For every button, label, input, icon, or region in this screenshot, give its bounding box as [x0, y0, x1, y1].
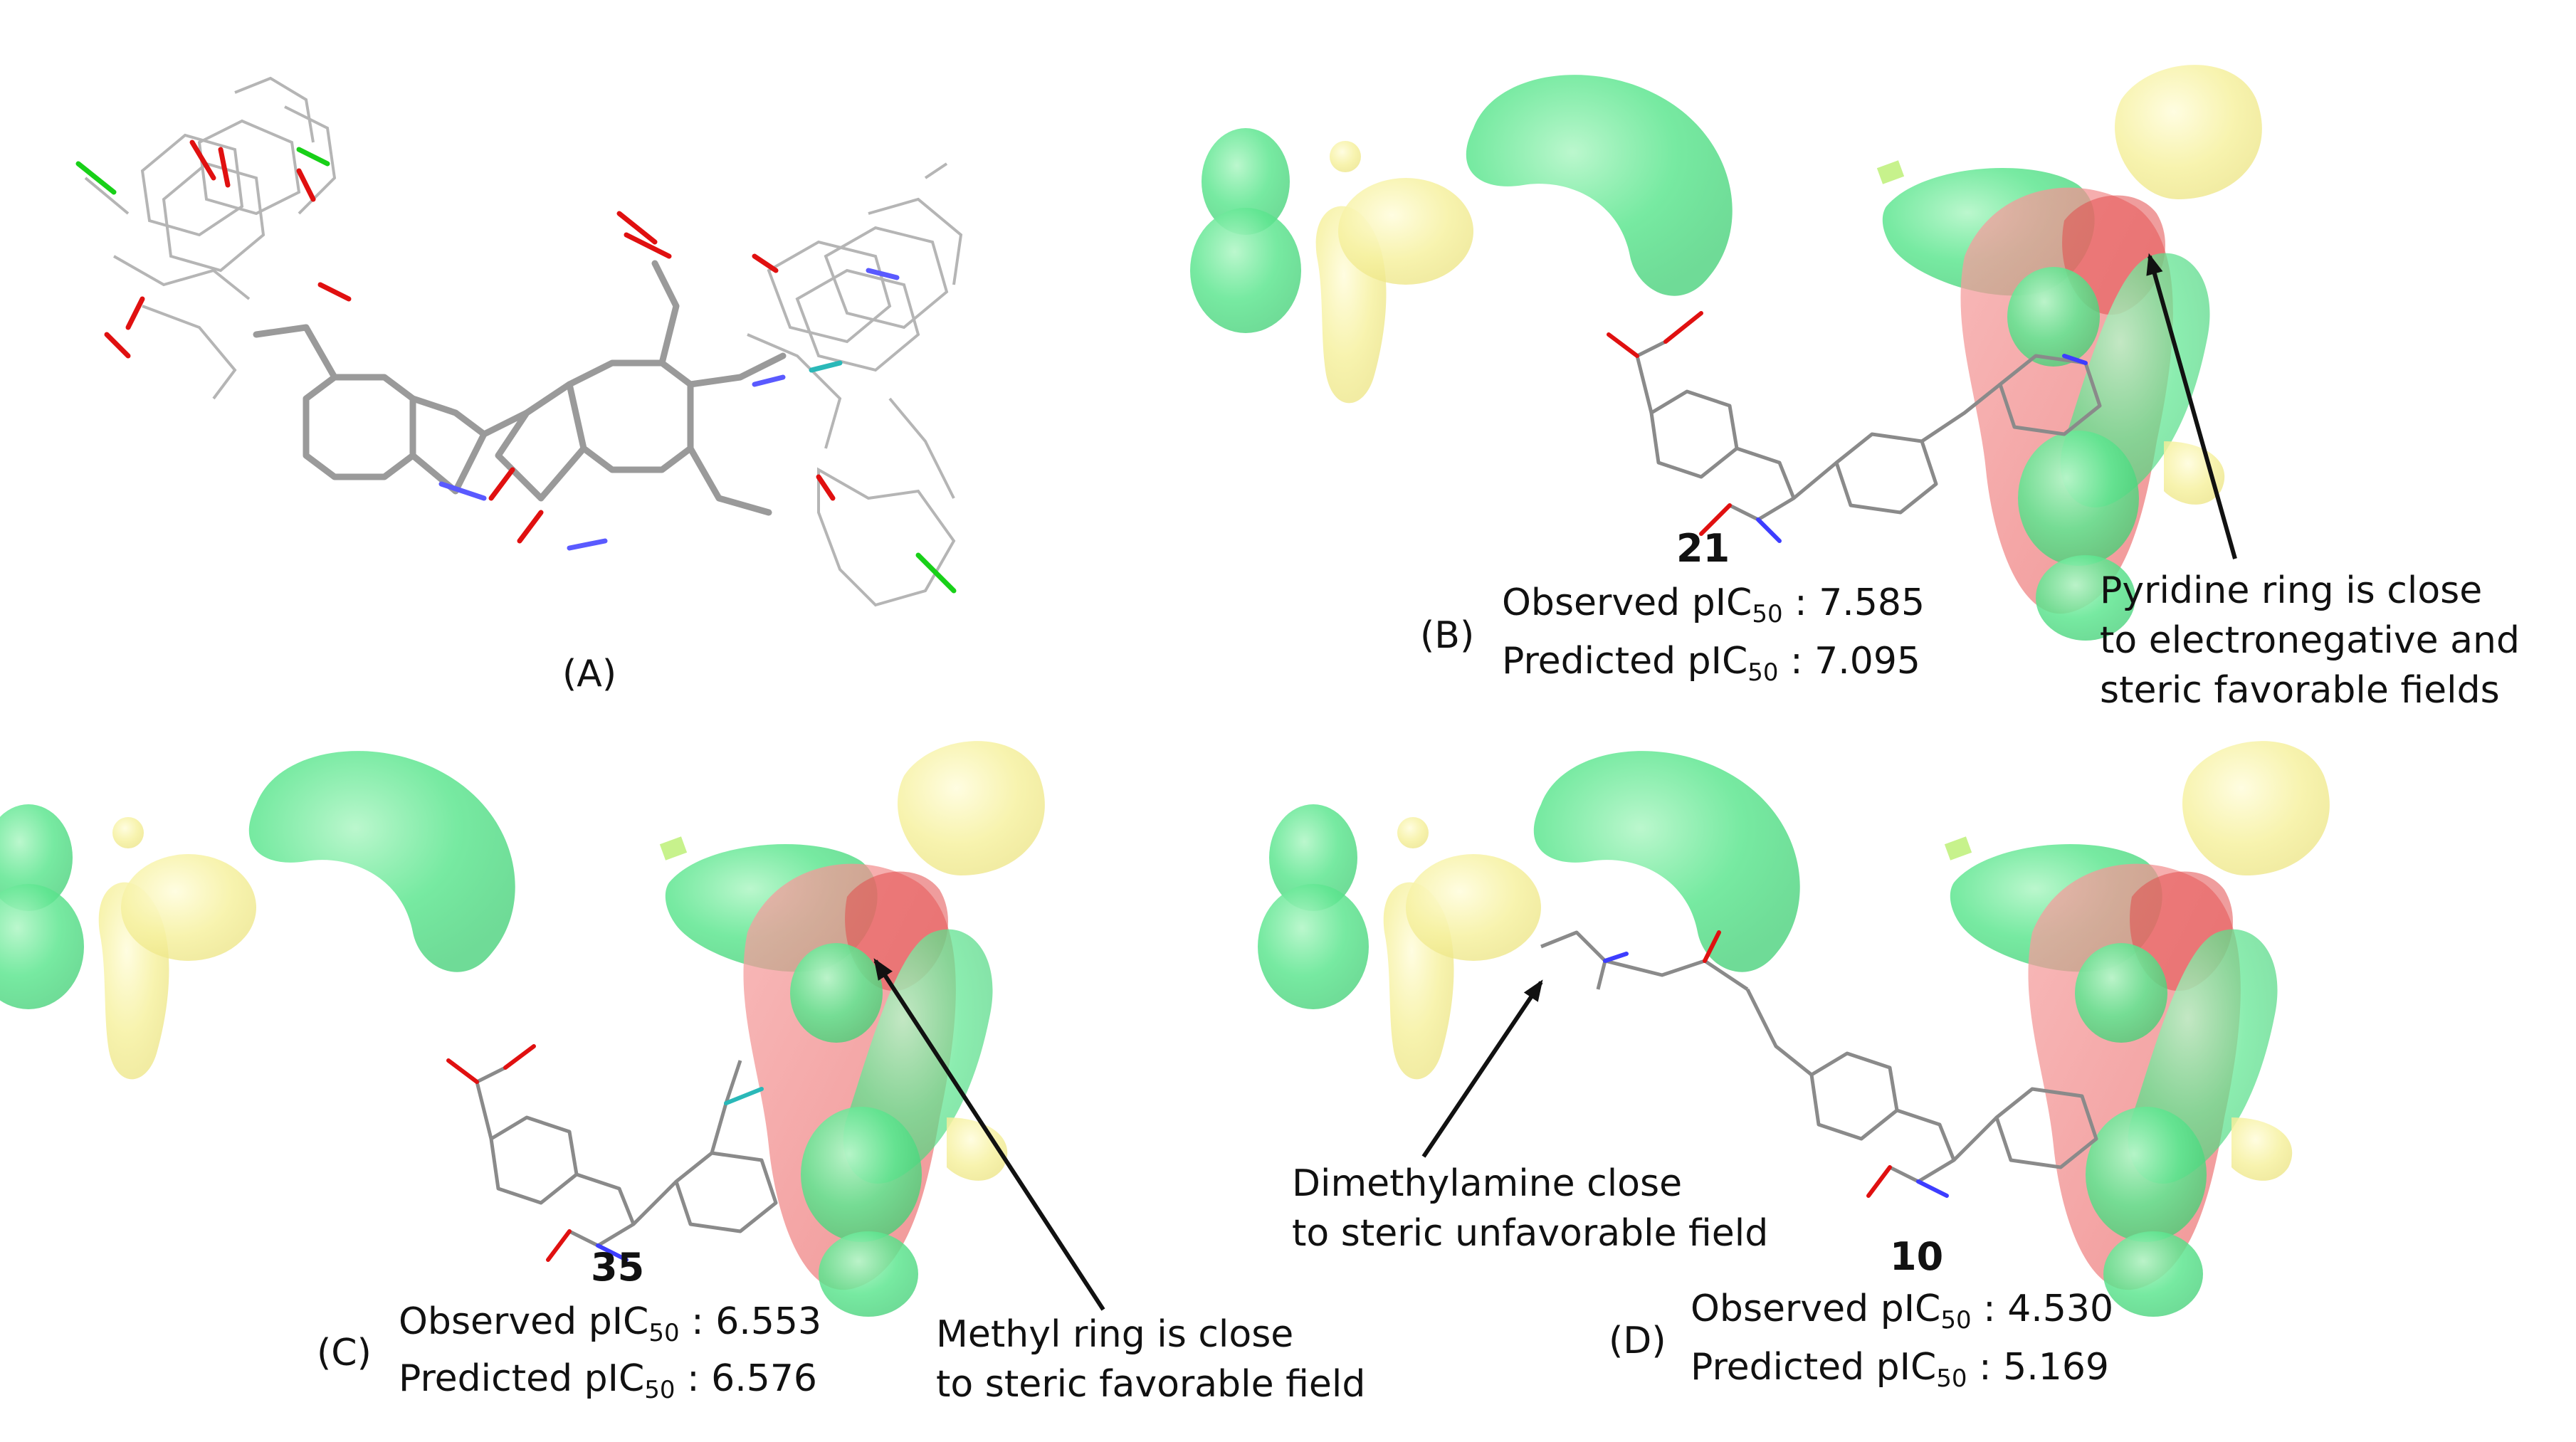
- panel-c-annotation: Methyl ring is close to steric favorable…: [936, 1313, 1366, 1406]
- arrow-dimethylamine: [1421, 979, 1543, 1158]
- panel-d-observed: Observed pIC50 : 4.530: [1691, 1288, 2114, 1335]
- panel-c-compound-number: 35: [591, 1245, 645, 1290]
- panel-b-compound-number: 21: [1676, 526, 1730, 571]
- panel-a-label: (A): [562, 653, 617, 695]
- compound-35-structure: [475, 1060, 778, 1248]
- panel-d-contour-map: [1258, 741, 2330, 1317]
- panel-c-predicted: Predicted pIC50 : 6.576: [399, 1357, 818, 1404]
- panel-b-label: (B): [1420, 614, 1475, 657]
- panel-c-label: (C): [317, 1332, 372, 1374]
- panel-d-compound-number: 10: [1890, 1234, 1944, 1279]
- compound-21-structure: [1635, 340, 2102, 522]
- panel-a-molecule-alignment: [75, 76, 963, 607]
- panel-b-contour-map: [1190, 65, 2262, 641]
- panel-c-observed: Observed pIC50 : 6.553: [399, 1300, 822, 1347]
- panel-d-annotation: Dimethylamine close to steric unfavorabl…: [1292, 1162, 1769, 1256]
- panel-d-predicted: Predicted pIC50 : 5.169: [1691, 1346, 2110, 1393]
- arrow-methyl: [873, 958, 1105, 1311]
- compound-10-structure: [1540, 930, 2098, 1184]
- arrow-pyridine: [2146, 253, 2237, 559]
- panel-b-observed: Observed pIC50 : 7.585: [1502, 581, 1925, 628]
- panel-d-label: (D): [1609, 1320, 1666, 1362]
- panel-b-annotation: Pyridine ring is close to electronegativ…: [2100, 569, 2520, 712]
- panel-b-predicted: Predicted pIC50 : 7.095: [1502, 640, 1921, 687]
- panel-c-contour-map: [0, 741, 1045, 1317]
